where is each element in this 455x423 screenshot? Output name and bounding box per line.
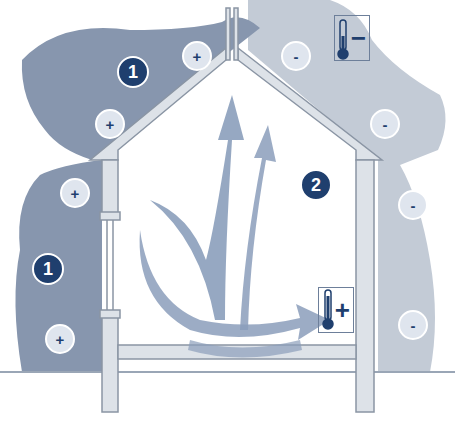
pressure-sign: + bbox=[60, 178, 90, 208]
sign-text: + bbox=[71, 186, 80, 201]
sign-text: - bbox=[411, 318, 416, 333]
pressure-sign: + bbox=[45, 324, 75, 354]
sign-text: − bbox=[351, 25, 366, 51]
callout-number: 1 bbox=[32, 253, 64, 285]
pressure-sign: - bbox=[398, 310, 428, 340]
pressure-sign: - bbox=[281, 41, 311, 71]
temperature-box: − bbox=[334, 15, 370, 61]
sign-text: + bbox=[56, 332, 65, 347]
sign-text: - bbox=[411, 198, 416, 213]
callout-number: 1 bbox=[117, 56, 149, 88]
pressure-sign: - bbox=[398, 190, 428, 220]
sign-text: + bbox=[106, 117, 115, 132]
sign-text: + bbox=[193, 49, 202, 64]
house-shell bbox=[90, 8, 382, 412]
window bbox=[100, 212, 120, 318]
callout-number: 1 bbox=[128, 63, 138, 81]
pressure-sign: + bbox=[95, 109, 125, 139]
pressure-zone bbox=[15, 160, 102, 372]
pressure-sign: - bbox=[370, 109, 400, 139]
airflow-arrows bbox=[140, 95, 330, 358]
sign-text: - bbox=[294, 49, 299, 64]
sign-text: + bbox=[335, 297, 350, 323]
callout-number: 2 bbox=[300, 169, 332, 201]
temperature-box: + bbox=[318, 287, 354, 333]
sign-text: - bbox=[383, 117, 388, 132]
callout-number: 1 bbox=[43, 260, 53, 278]
ground-line bbox=[0, 371, 455, 373]
pressure-sign: + bbox=[182, 41, 212, 71]
callout-number: 2 bbox=[311, 176, 321, 194]
suction-zone bbox=[248, 0, 446, 372]
